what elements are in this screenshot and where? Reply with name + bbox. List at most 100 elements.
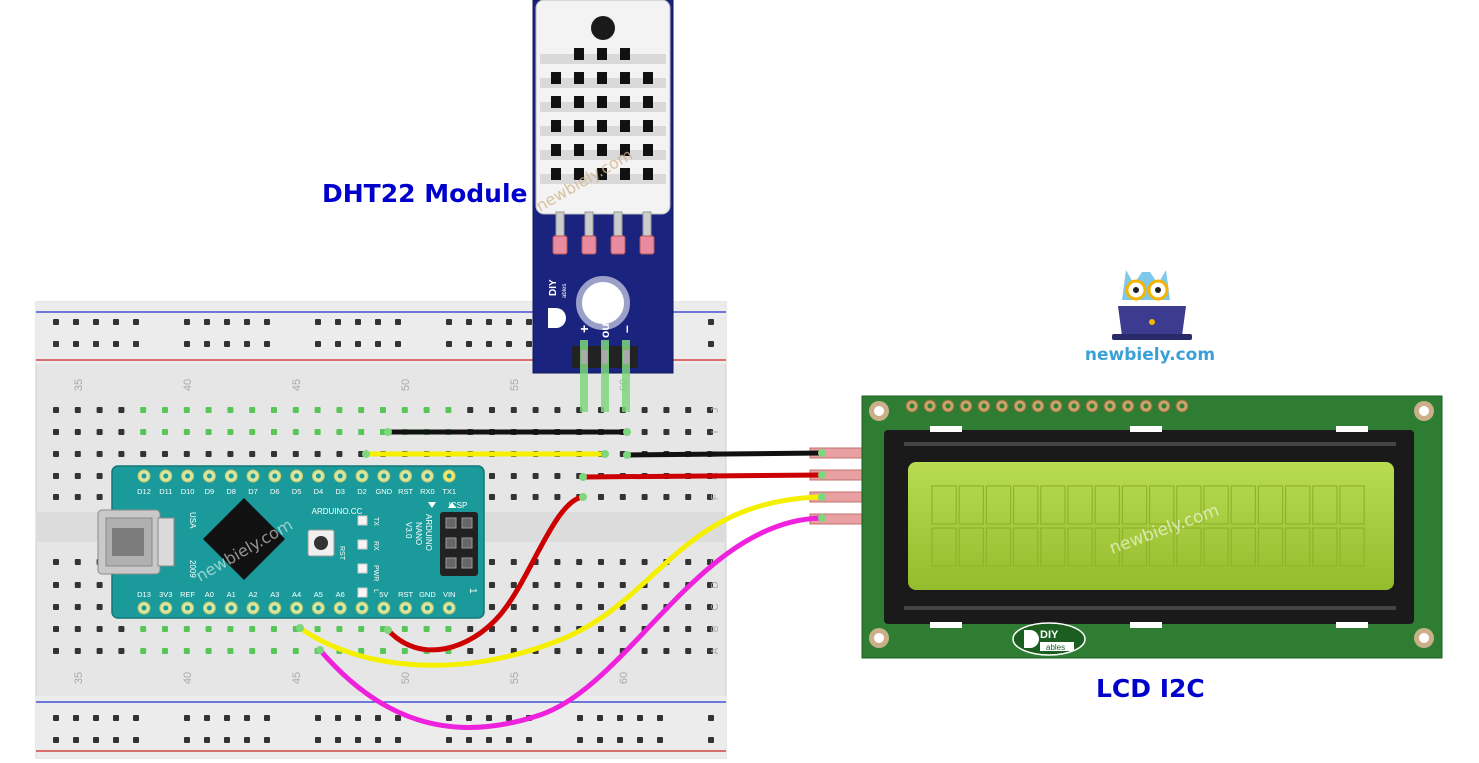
grille-slot: [551, 120, 561, 132]
nano-pin-label: D5: [292, 487, 302, 496]
nano-pin-label: A1: [227, 590, 236, 599]
nano-led: [357, 515, 368, 526]
grille-slot: [620, 168, 630, 180]
nano-pin-label: D4: [314, 487, 324, 496]
grille-slot: [551, 144, 561, 156]
year-label: 2009: [188, 560, 197, 578]
column-number: 35: [73, 672, 85, 684]
lcd-cell: [1040, 527, 1066, 567]
nano-pin-label: GND: [419, 590, 436, 599]
svg-text:ables: ables: [1046, 643, 1065, 652]
lcd-cell: [1230, 527, 1256, 567]
icsp-label: ICSP: [449, 501, 468, 510]
nano-pin-label: A5: [314, 590, 323, 599]
lcd-cell: [1284, 485, 1311, 525]
nano-pin-label: RST: [398, 487, 413, 496]
grille-slot: [597, 144, 607, 156]
dht22-pin-out-label: out: [598, 319, 612, 338]
lcd-i2c-module: DIY ables: [809, 395, 1443, 659]
nano-pin-label: D10: [181, 487, 195, 496]
dht22-pin-minus-label: –: [618, 325, 634, 333]
nano-pin-label: GND: [375, 487, 392, 496]
row-letter: C: [710, 603, 721, 610]
dht22-mount-ring: [576, 276, 630, 330]
grille-slot: [643, 168, 653, 180]
column-number: 45: [291, 672, 303, 684]
nano-pin-label: D6: [270, 487, 280, 496]
column-number: 40: [182, 672, 194, 684]
nano-pin-label: A3: [270, 590, 279, 599]
grille-slot: [620, 72, 630, 84]
lcd-cell: [1312, 527, 1338, 567]
row-letter: I: [710, 431, 721, 434]
rst-button-label: RST: [338, 546, 345, 561]
grille-slot: [551, 96, 561, 108]
grille-slot: [574, 96, 584, 108]
nano-pin-label: RST: [398, 590, 413, 599]
grille-slot: [551, 168, 561, 180]
lcd-character-cells: [931, 485, 1365, 567]
lcd-cell: [1148, 527, 1175, 567]
nano-led: [357, 539, 368, 550]
nano-pin-label: D11: [159, 487, 172, 496]
column-number: 35: [73, 379, 85, 391]
wire-magenta-scl: [317, 515, 825, 730]
column-number: 60: [618, 672, 630, 684]
lcd-cell: [958, 527, 985, 567]
grille-slot: [620, 48, 630, 60]
lcd-mount-holes: [869, 401, 1434, 648]
tx-arrow-icon: [448, 502, 456, 508]
lcd-cell: [931, 485, 957, 525]
wire-red-lcd-vcc: [580, 472, 825, 480]
lcd-cell: [1284, 527, 1311, 567]
lcd-cell: [1203, 527, 1229, 567]
nano-pin-label: A7: [357, 590, 366, 599]
nano-pin-label: A2: [248, 590, 257, 599]
arduino-cc-label: ARDUINO.CC: [312, 507, 363, 516]
dht22-module: DIY ables + out –: [532, 0, 674, 412]
dht22-pin-plus-label: +: [576, 325, 592, 333]
grille-slot: [643, 120, 653, 132]
grille-slot: [574, 72, 584, 84]
lcd-cell: [1094, 527, 1120, 567]
grille-slot: [643, 96, 653, 108]
nano-pin-label: D2: [357, 487, 367, 496]
lcd-cell: [1067, 485, 1093, 525]
lcd-i2c-label: LCD I2C: [1096, 674, 1205, 703]
column-number: 40: [182, 379, 194, 391]
nano-led-label: PWR: [372, 565, 379, 581]
lcd-cell: [1121, 485, 1148, 525]
reset-button[interactable]: [307, 529, 335, 557]
grille-slot: [574, 144, 584, 156]
usa-label: USA: [188, 512, 197, 529]
nano-pin-label: D7: [248, 487, 258, 496]
lcd-logo: DIY ables: [1012, 622, 1086, 656]
dht22-sensor-legs: [552, 211, 655, 255]
grille-slot: [597, 168, 607, 180]
lcd-i2c-pins: [809, 447, 865, 525]
newbiely-owl-logo: [1112, 270, 1192, 340]
nano-pin-label: D13: [137, 590, 151, 599]
lcd-cell: [1257, 527, 1284, 567]
lcd-cell: [1067, 527, 1093, 567]
column-number: 55: [509, 672, 521, 684]
grille-slot: [597, 48, 607, 60]
nano-pin-label: 5V: [379, 590, 388, 599]
column-number: 45: [291, 379, 303, 391]
model-line-1: ARDUINO: [424, 514, 433, 551]
nano-pin-label: VIN: [443, 590, 456, 599]
model-line-2: NANO: [414, 522, 423, 545]
lcd-cell: [1176, 527, 1202, 567]
lcd-cell: [1203, 485, 1229, 525]
row-letter: A: [710, 647, 721, 654]
lcd-cell: [1040, 485, 1066, 525]
nano-pin-label: TX1: [442, 487, 456, 496]
nano-pin-label: RX0: [420, 487, 435, 496]
lcd-cell: [985, 527, 1012, 567]
wire-endpoints: [296, 428, 826, 654]
nano-pin-label: D12: [137, 487, 151, 496]
usb-connector: [97, 509, 175, 575]
grille-slot: [597, 72, 607, 84]
